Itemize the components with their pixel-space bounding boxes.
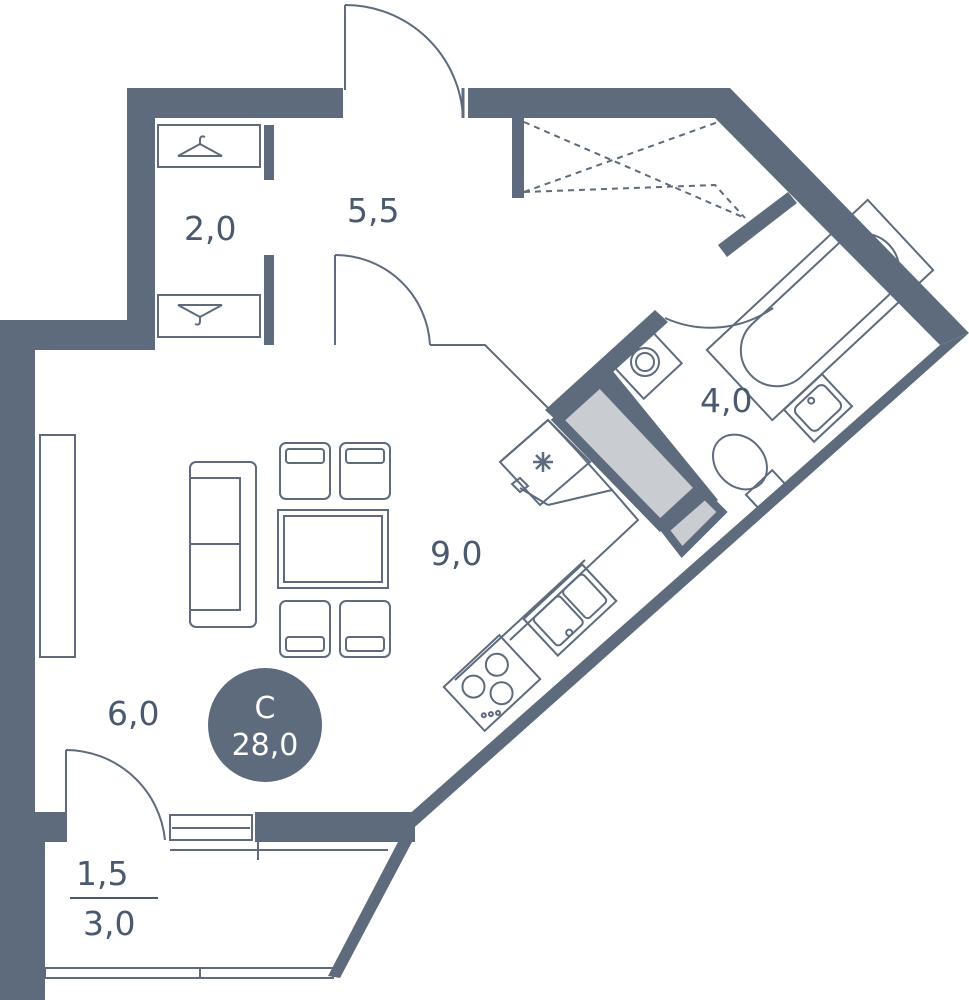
- dashed-line-diag1: [523, 121, 719, 193]
- shelf-top: [157, 124, 261, 168]
- kitchen-fixtures: [442, 418, 640, 733]
- area-living: 6,0: [107, 694, 159, 733]
- living-furniture: [189, 442, 391, 658]
- area-hallway: 5,5: [347, 191, 399, 230]
- kitchen-sink-icon: [522, 563, 618, 657]
- walls: [0, 88, 969, 1000]
- dashed-line-bottom: [523, 183, 746, 219]
- living-door-swing: [334, 253, 431, 346]
- badge-circle: [208, 668, 322, 782]
- bath-door-swing: [664, 307, 774, 329]
- area-bathroom: 4,0: [700, 381, 752, 420]
- shaft-large: [550, 375, 708, 532]
- counter-front-line: [454, 559, 586, 681]
- sofa-icon: [189, 461, 257, 628]
- wall-bath-left: [545, 310, 668, 422]
- chair-icon: [279, 442, 331, 500]
- wall-diagonal-top: [715, 88, 969, 345]
- shaft-small: [659, 489, 728, 559]
- chair-icon: [339, 442, 391, 500]
- entrance-door-swing: [344, 3, 464, 119]
- wall-left: [0, 320, 35, 1000]
- wall-balcony-diagonal: [328, 842, 412, 978]
- toilet-icon: [712, 433, 788, 511]
- wall-hall-stub: [512, 118, 524, 198]
- balcony-door-frame: [169, 814, 253, 841]
- area-wardrobe: 2,0: [184, 209, 236, 248]
- sink-icon: [782, 372, 854, 444]
- wall-top-left: [127, 88, 343, 118]
- kitchen-wall-line: [430, 344, 549, 409]
- apartment-badge: С 28,0: [208, 668, 322, 782]
- bathtub: [705, 198, 935, 422]
- shelf-bottom: [157, 294, 261, 338]
- wall-bath-top: [718, 192, 797, 257]
- counter-depth: [509, 488, 640, 641]
- bathroom-fixtures: [606, 198, 935, 511]
- chair-icon: [339, 600, 391, 658]
- wall-wardrobe-left: [127, 88, 155, 350]
- wall-top-right: [468, 88, 730, 118]
- wall-bottom-right: [255, 812, 415, 842]
- hanger-top-icon: [177, 135, 223, 157]
- wall-bottom-left: [0, 812, 66, 842]
- area-balcony-denominator: 3,0: [83, 904, 135, 943]
- wall-wardrobe-divider-bottom: [264, 255, 274, 345]
- wall-diagonal-long: [380, 333, 969, 842]
- dashed-line-diag2: [523, 121, 746, 219]
- snowflake-icon: [533, 452, 553, 472]
- cooktop-icon: [442, 633, 542, 733]
- wall-balcony-left: [35, 842, 45, 1000]
- area-labels: 2,0 5,5 4,0 9,0 6,0 1,5 3,0: [70, 191, 752, 943]
- table-icon: [277, 509, 389, 589]
- wardrobe-shelves: [157, 124, 261, 338]
- doors: [65, 3, 774, 842]
- badge-type: С: [255, 691, 276, 726]
- fridge-icon: [498, 418, 592, 507]
- wall-wardrobe-divider-top: [264, 125, 274, 180]
- balcony-door-swing: [65, 749, 166, 841]
- area-balcony-numerator: 1,5: [76, 854, 128, 893]
- balcony-window-bottom: [44, 967, 334, 979]
- chair-icon: [279, 600, 331, 658]
- badge-total: 28,0: [232, 728, 299, 763]
- area-kitchen: 9,0: [430, 534, 482, 573]
- interior-lines: [39, 121, 746, 979]
- hanger-bottom-icon: [177, 304, 223, 326]
- living-window: [39, 434, 76, 658]
- shafts: [550, 375, 728, 559]
- washing-machine-icon: [606, 323, 684, 401]
